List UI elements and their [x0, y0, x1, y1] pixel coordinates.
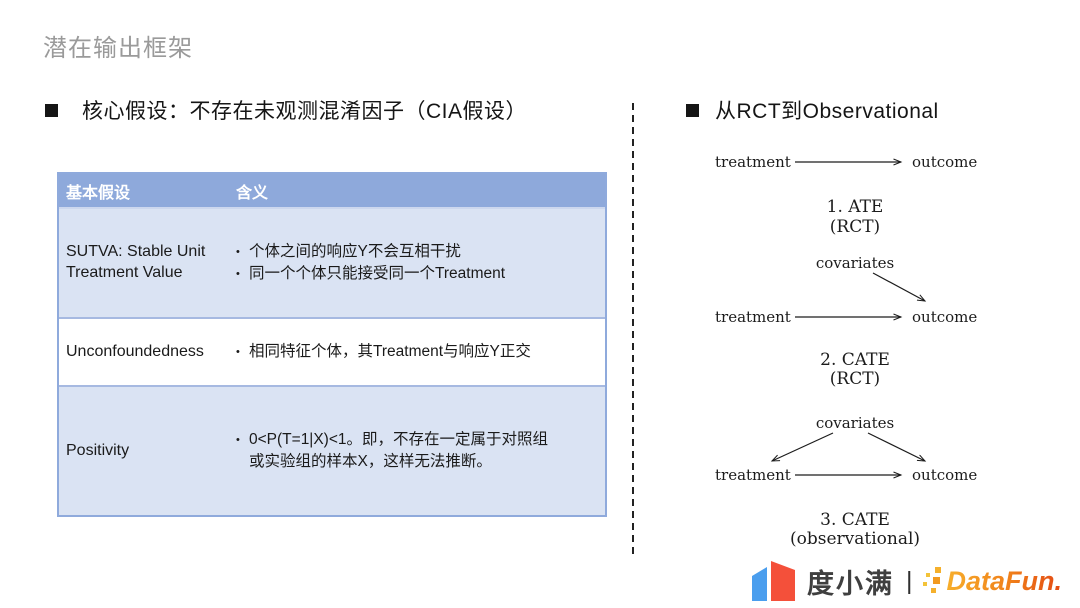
- list-item: • 同一个个体只能接受同一个Treatment: [236, 263, 595, 285]
- datafun-logo: DataFun.: [922, 565, 1063, 597]
- assumption-meaning: • 0<P(T=1|X)<1。即，不存在一定属于对照组或实验组的样本X，这样无法…: [234, 429, 605, 473]
- datafun-pixels-icon: [922, 567, 941, 593]
- node-outcome: outcome: [912, 466, 978, 484]
- square-bullet-icon: [45, 103, 58, 117]
- footer-brands: 度小满 | DataFun.: [752, 558, 1062, 604]
- table-header-row: 基本假设 含义: [59, 174, 605, 209]
- assumptions-table: 基本假设 含义 SUTVA: Stable Unit Treatment Val…: [57, 172, 607, 517]
- assumption-name: Positivity: [66, 441, 130, 459]
- node-outcome: outcome: [912, 308, 978, 326]
- arrow-covariates-treatment-3: [770, 432, 834, 462]
- node-outcome: outcome: [912, 153, 978, 171]
- square-bullet-icon: [686, 103, 699, 117]
- node-covariates: covariates: [815, 254, 895, 272]
- diagram-subcaption: (RCT): [829, 369, 881, 389]
- column-header-meaning: 含义: [236, 184, 269, 202]
- duxiaoman-wordmark: 度小满: [807, 568, 894, 599]
- table-row: Positivity • 0<P(T=1|X)<1。即，不存在一定属于对照组或实…: [59, 385, 605, 515]
- diagram-caption: 3. CATE: [820, 510, 890, 530]
- arrow-covariates-outcome-3: [867, 432, 927, 462]
- right-heading-label: 从RCT到Observational: [715, 100, 939, 123]
- list-item-text: 同一个个体只能接受同一个Treatment: [249, 265, 506, 282]
- bullet-icon: •: [236, 246, 240, 258]
- list-item: • 相同特征个体，其Treatment与响应Y正交: [236, 341, 595, 363]
- causal-diagrams: treatment outcome 1. ATE (RCT) covariate…: [690, 145, 1030, 565]
- diagram-caption: 1. ATE: [826, 197, 884, 217]
- diagram-subcaption: (RCT): [829, 217, 881, 237]
- diagram-subcaption: (observational): [789, 529, 921, 549]
- diagram-arrows: [770, 158, 927, 479]
- bullet-icon: •: [236, 434, 240, 446]
- node-treatment: treatment: [715, 153, 791, 171]
- list-item-text: 个体之间的响应Y不会互相干扰: [249, 243, 461, 260]
- arrow-covariates-outcome-2: [872, 272, 927, 302]
- list-item-text: 相同特征个体，其Treatment与响应Y正交: [249, 343, 531, 360]
- left-section-heading: 核心假设：不存在未观测混淆因子（CIA假设）: [45, 95, 527, 125]
- left-heading-label: 核心假设：不存在未观测混淆因子（CIA假设）: [82, 100, 528, 123]
- dashed-divider: [632, 103, 634, 559]
- bullet-icon: •: [236, 346, 240, 358]
- table-row: SUTVA: Stable Unit Treatment Value • 个体之…: [59, 209, 605, 317]
- page-title: 潜在输出框架: [43, 35, 193, 62]
- table-row: Unconfoundedness • 相同特征个体，其Treatment与响应Y…: [59, 317, 605, 385]
- assumption-name: SUTVA: Stable Unit Treatment Value: [66, 243, 206, 281]
- column-header-assumption: 基本假设: [66, 184, 131, 202]
- duxiaoman-logo-icon: [752, 561, 795, 601]
- node-treatment: treatment: [715, 308, 791, 326]
- list-item: • 个体之间的响应Y不会互相干扰: [236, 241, 595, 263]
- assumption-name: Unconfoundedness: [66, 342, 204, 360]
- node-covariates: covariates: [815, 414, 895, 432]
- list-item-text: 0<P(T=1|X)<1。即，不存在一定属于对照组或实验组的样本X，这样无法推断…: [249, 431, 549, 470]
- assumption-meaning: • 相同特征个体，其Treatment与响应Y正交: [234, 341, 605, 363]
- diagram-caption: 2. CATE: [820, 350, 890, 370]
- list-item: • 0<P(T=1|X)<1。即，不存在一定属于对照组或实验组的样本X，这样无法…: [236, 429, 595, 473]
- bullet-icon: •: [236, 268, 240, 280]
- node-treatment: treatment: [715, 466, 791, 484]
- assumption-meaning: • 个体之间的响应Y不会互相干扰 • 同一个个体只能接受同一个Treatment: [234, 241, 605, 285]
- right-section-heading: 从RCT到Observational: [686, 95, 939, 125]
- datafun-wordmark: DataFun.: [946, 565, 1063, 596]
- brand-separator: |: [906, 566, 913, 595]
